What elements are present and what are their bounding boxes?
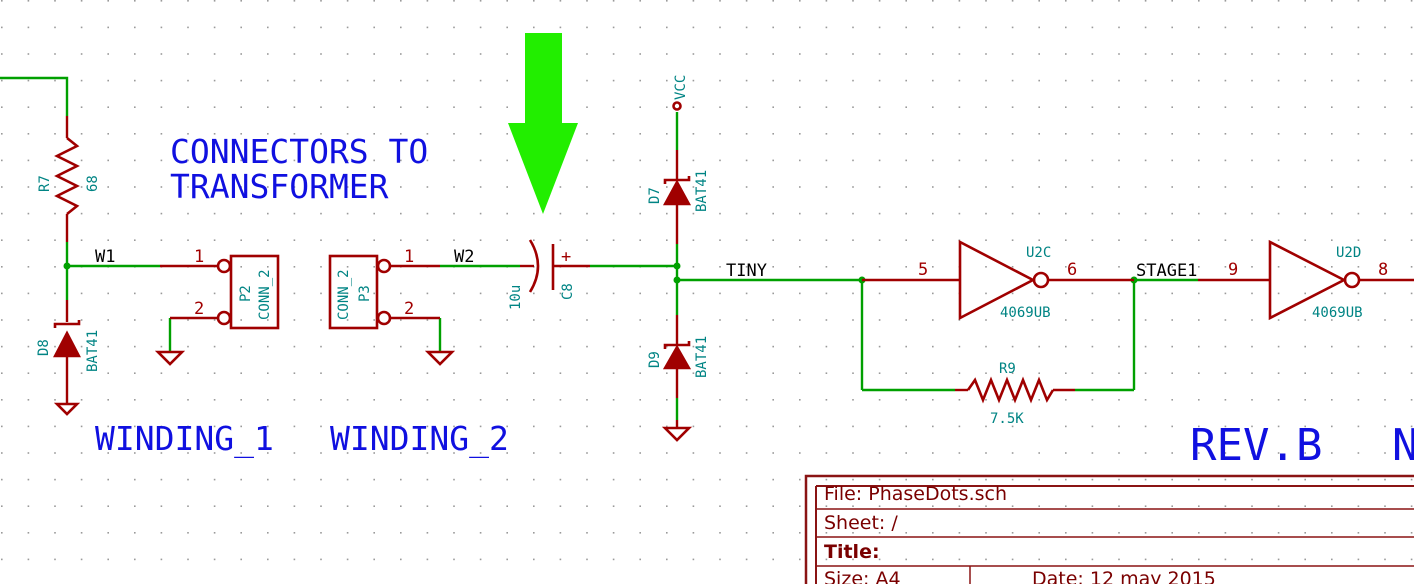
title-block-sheet: Sheet: / — [824, 512, 898, 534]
wires — [0, 76, 1198, 420]
p2-pin1: 1 — [194, 247, 204, 267]
arrow-down-icon — [508, 33, 578, 214]
title-block-title: Title: — [824, 541, 880, 563]
c8-ref: C8 — [560, 283, 576, 300]
vcc-label: VCC — [673, 75, 689, 100]
net-label-tiny: TINY — [726, 261, 767, 281]
note-winding-2: WINDING_2 — [330, 419, 509, 459]
u2c-pin-in: 5 — [918, 260, 928, 280]
u2d-pin-out: 8 — [1378, 260, 1388, 280]
connector-p2[interactable]: 1 2 P2 CONN_2 — [160, 247, 280, 330]
note-transformer: TRANSFORMER — [170, 167, 389, 206]
p2-ref: P2 — [238, 285, 254, 302]
diode-d8[interactable]: D8 BAT41 — [36, 300, 101, 404]
capacitor-c8[interactable]: + 10u C8 — [508, 239, 590, 310]
ground-symbol — [53, 402, 81, 416]
inverter-u2d[interactable]: 9 8 U2D 4069UB — [1198, 239, 1414, 321]
ground-symbol — [154, 350, 186, 366]
u2c-pin-out: 6 — [1067, 260, 1077, 280]
u2c-value: 4069UB — [1000, 305, 1051, 321]
resistor-r9[interactable]: R9 7.5K — [955, 361, 1075, 427]
junction — [63, 262, 71, 270]
note-winding-1: WINDING_1 — [95, 419, 274, 459]
connector-p3[interactable]: 1 2 CONN_2 P3 — [328, 247, 440, 330]
title-block-date: Date: 12 may 2015 — [1032, 568, 1216, 584]
junction — [673, 276, 681, 284]
d9-ref: D9 — [647, 351, 663, 368]
power-vcc: VCC — [672, 75, 689, 111]
c8-value: 10u — [508, 285, 524, 310]
u2d-value: 4069UB — [1312, 305, 1363, 321]
junctions — [63, 262, 1138, 284]
u2d-ref: U2D — [1336, 245, 1361, 261]
ground-symbol — [661, 420, 693, 442]
title-block: File: PhaseDots.sch Sheet: / Title: Size… — [804, 474, 1414, 584]
note-revision-tail: N — [1392, 420, 1414, 471]
p2-value: CONN_2 — [257, 269, 273, 320]
grid-dots — [1, 0, 1413, 561]
net-label-w1: W1 — [95, 247, 115, 267]
d7-ref: D7 — [647, 187, 663, 204]
diode-d9[interactable]: D9 BAT41 — [647, 315, 710, 398]
u2c-ref: U2C — [1026, 245, 1051, 261]
net-label-stage1: STAGE1 — [1136, 261, 1197, 281]
p3-pin1: 1 — [404, 247, 414, 267]
net-label-w2: W2 — [454, 247, 474, 267]
p3-pin2: 2 — [404, 299, 414, 319]
resistor-r7[interactable]: R7 68 — [37, 116, 101, 242]
r9-value: 7.5K — [990, 411, 1024, 427]
d9-value: BAT41 — [694, 336, 710, 378]
r7-ref: R7 — [37, 175, 53, 192]
r7-value: 68 — [85, 175, 101, 192]
p2-pin2: 2 — [194, 299, 204, 319]
ground-symbol — [424, 350, 456, 366]
r9-ref: R9 — [999, 361, 1016, 377]
p3-value: CONN_2 — [336, 269, 352, 320]
note-revision: REV.B — [1190, 420, 1322, 471]
title-block-size: Size: A4 — [824, 568, 901, 584]
d7-value: BAT41 — [694, 170, 710, 212]
d8-value: BAT41 — [85, 330, 101, 372]
title-block-file: File: PhaseDots.sch — [824, 483, 1007, 505]
c8-polarity: + — [561, 247, 571, 267]
note-connectors: CONNECTORS TO — [170, 132, 428, 171]
d8-ref: D8 — [36, 339, 52, 356]
junction — [673, 262, 681, 270]
inverter-u2c[interactable]: 5 6 U2C 4069UB — [862, 239, 1134, 321]
p3-ref: P3 — [357, 285, 373, 302]
u2d-pin-in: 9 — [1228, 260, 1238, 280]
diode-d7[interactable]: D7 BAT41 — [647, 150, 710, 244]
